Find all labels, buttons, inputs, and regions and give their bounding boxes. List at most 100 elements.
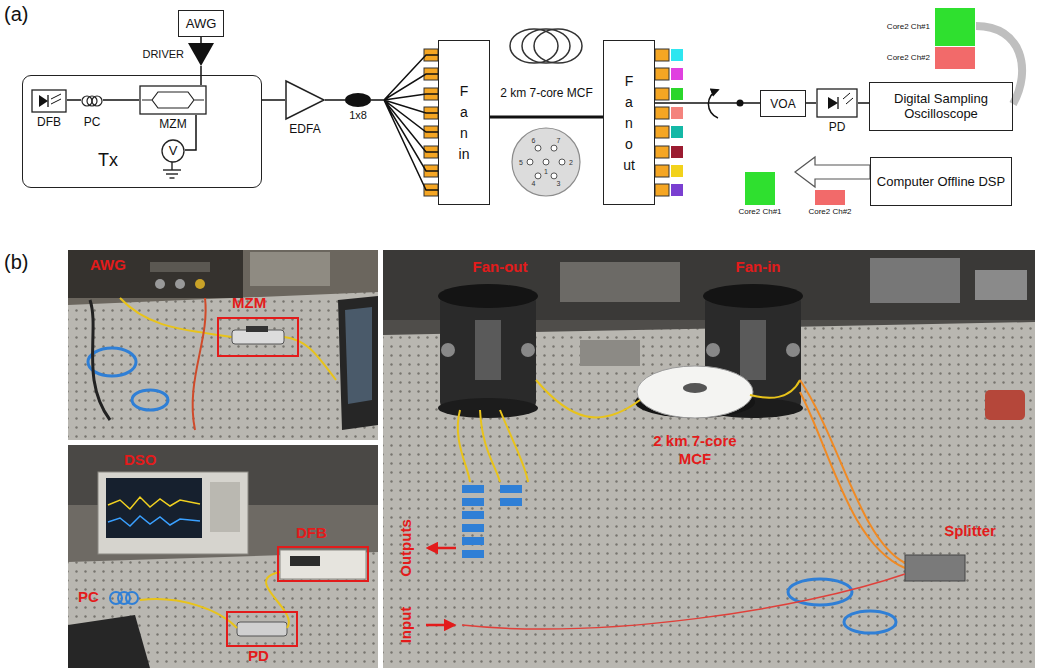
photo-awg-bench bbox=[175, 279, 185, 289]
fiber-connector bbox=[490, 116, 603, 119]
photo-fiber-bench bbox=[462, 485, 522, 558]
fiber-connector bbox=[262, 99, 285, 101]
photo-fiber-bench bbox=[637, 366, 753, 418]
photo-awg-bench bbox=[88, 348, 136, 376]
ground-symbol bbox=[163, 162, 181, 178]
photo-fiber-bench bbox=[521, 343, 535, 357]
photo-awg-bench bbox=[232, 330, 284, 344]
fan-out-port bbox=[655, 165, 669, 177]
fiber-connector bbox=[67, 99, 81, 101]
mzm-modulator-shape bbox=[139, 85, 207, 115]
mzm-outline bbox=[140, 86, 206, 114]
photo-fiber-bench bbox=[844, 611, 896, 633]
fan-out-port bbox=[655, 88, 669, 100]
photo-awg-bench bbox=[218, 318, 298, 356]
amplifier-triangle bbox=[286, 81, 324, 119]
photo-fiber-bench bbox=[462, 524, 484, 532]
photo-callout: Splitter bbox=[930, 522, 1010, 540]
fan-out-port bbox=[655, 107, 669, 119]
photo-fiber-bench bbox=[706, 343, 720, 357]
photo-callout: PD bbox=[248, 647, 288, 665]
photo-awg-bench bbox=[90, 300, 110, 420]
photo-callout: Input bbox=[397, 600, 415, 650]
driver-triangle bbox=[188, 43, 214, 66]
photo-fiber-bench bbox=[703, 284, 803, 308]
fan-out-port bbox=[655, 49, 669, 196]
photo-fiber-bench bbox=[383, 250, 1035, 668]
photo-awg-bench bbox=[284, 337, 336, 380]
edfa-amplifier-shape bbox=[285, 80, 325, 120]
mzm-arms bbox=[142, 92, 204, 108]
annotation-label: 6 bbox=[529, 136, 539, 145]
ground-symbol bbox=[163, 169, 181, 170]
photo-fiber-bench bbox=[383, 250, 1035, 668]
photo-callout: DFB bbox=[296, 524, 346, 542]
annotation-label: Core2 Ch#1 bbox=[858, 22, 930, 32]
node-label: Fan out bbox=[622, 70, 636, 175]
channel-flag bbox=[671, 165, 683, 177]
pd-outline bbox=[817, 89, 857, 117]
annotation-label: Core2 Ch#2 bbox=[800, 207, 860, 217]
photo-fiber-bench bbox=[462, 498, 484, 506]
photo-fiber-bench bbox=[683, 383, 707, 393]
photo-fiber-bench bbox=[560, 262, 680, 302]
channel-flag bbox=[671, 88, 683, 100]
fan-out-port bbox=[655, 49, 669, 61]
photo-awg-bench bbox=[155, 279, 165, 289]
spectrum-bar bbox=[935, 47, 975, 69]
photo-fiber-bench bbox=[462, 485, 484, 493]
mcf-cross-section bbox=[512, 128, 580, 196]
mcf-cross-section bbox=[535, 173, 541, 179]
voltage-circle bbox=[162, 140, 184, 162]
transmitter-box: TxDFBPCMZMV bbox=[22, 75, 262, 188]
fan-in-device: Fan in bbox=[438, 40, 490, 205]
annotation-label: 1 bbox=[541, 167, 551, 176]
photo-receiver-bench bbox=[290, 556, 320, 566]
bias-voltage: V bbox=[161, 139, 185, 163]
node-label: DRIVER bbox=[136, 48, 184, 61]
photo-fiber-bench bbox=[800, 392, 905, 568]
optical-splitter-shape bbox=[345, 93, 371, 107]
channel-flag bbox=[671, 146, 683, 158]
fiber-connector bbox=[200, 37, 202, 43]
annotation-label: Core2 Ch#2 bbox=[858, 53, 930, 63]
fiber-coil bbox=[534, 29, 582, 63]
spectrum-bar bbox=[745, 172, 775, 205]
photo-receiver-bench bbox=[140, 599, 237, 628]
photo-awg-bench bbox=[68, 250, 378, 440]
spectrum-bar bbox=[815, 190, 845, 205]
pd-diode bbox=[837, 97, 838, 109]
annotation-label: 5 bbox=[516, 158, 526, 167]
photo-callout: 2 km 7-core MCF bbox=[645, 432, 745, 468]
photo-receiver-bench bbox=[68, 445, 378, 668]
fan-out-port bbox=[655, 68, 669, 80]
node-label: 1x8 bbox=[343, 109, 373, 122]
photo-fiber-bench bbox=[580, 340, 640, 366]
optical-splitter: 1x8 bbox=[345, 93, 371, 107]
photo-fiber-bench bbox=[800, 380, 905, 563]
photo-callout: MZM bbox=[232, 294, 292, 312]
photo-awg-bench bbox=[338, 296, 378, 430]
photo-receiver-bench bbox=[278, 547, 368, 581]
photo-callout: AWG bbox=[90, 256, 140, 274]
annotation-label: (a) bbox=[4, 2, 44, 26]
photo-callout: Outputs bbox=[397, 513, 415, 583]
photo-fiber-bench bbox=[500, 410, 528, 482]
laser-outline bbox=[32, 90, 66, 112]
channel-flag bbox=[671, 126, 683, 138]
node-label: DFB bbox=[27, 115, 71, 129]
voa-box: VOA bbox=[760, 90, 806, 117]
mcf-cross-section bbox=[512, 128, 580, 196]
photo-fiber-bench bbox=[428, 547, 456, 550]
node-label: V bbox=[169, 143, 178, 159]
photo-fiber-bench bbox=[441, 343, 455, 357]
photo-receiver-bench bbox=[280, 550, 366, 579]
photo-fiber-bench bbox=[536, 380, 640, 417]
ground-symbol bbox=[171, 162, 172, 170]
node-label: PD bbox=[812, 120, 862, 134]
photo-awg-bench bbox=[68, 292, 378, 440]
node-label: Computer Offline DSP bbox=[877, 174, 1005, 190]
photo-fiber-bench bbox=[462, 537, 484, 545]
dfb-laser: DFB bbox=[31, 89, 67, 113]
